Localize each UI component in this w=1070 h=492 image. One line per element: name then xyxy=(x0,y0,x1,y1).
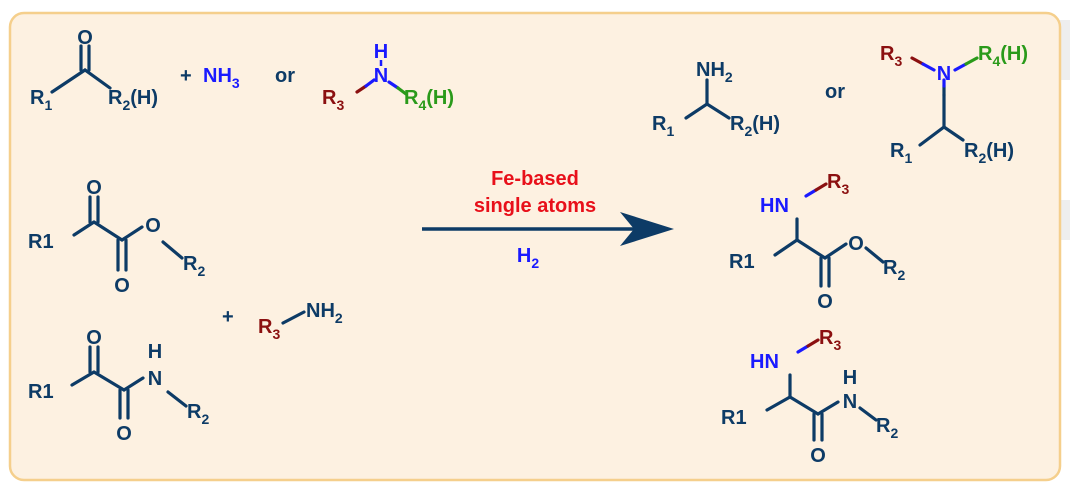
amino-ester-r2: R2 xyxy=(883,257,905,283)
tert-r4: R4(H) xyxy=(978,43,1028,69)
amino-amide-o-bottom: O xyxy=(810,445,826,467)
amino-amide-h: H xyxy=(843,367,857,389)
amine-r3: R3 xyxy=(322,87,344,113)
ketoester-bond xyxy=(72,220,96,237)
ketoamide-n: N xyxy=(148,368,162,390)
tert-r4-bond xyxy=(964,56,979,66)
amino-amide-bond xyxy=(858,406,878,422)
bond-lines xyxy=(50,44,965,442)
amino-ester-bond xyxy=(795,238,827,260)
ketone-bonds xyxy=(50,68,112,94)
or-label: or xyxy=(275,65,295,87)
ammonia: NH3 xyxy=(203,65,240,91)
ketoamide-r1: R1 xyxy=(28,381,54,403)
tert-r3: R3 xyxy=(880,43,902,69)
amino-ester-bond xyxy=(823,242,848,260)
ketoamide-bond xyxy=(92,370,126,392)
colored-bonds xyxy=(355,56,979,354)
ketoester-bond xyxy=(92,220,124,242)
ketoamide-bond xyxy=(166,390,188,408)
ketoamide-o-top: O xyxy=(86,327,102,349)
ketoamide-bond xyxy=(70,370,96,387)
amino-ester-hn: HN xyxy=(760,195,789,217)
product-r1: R1 xyxy=(652,113,674,139)
product-nh2: NH2 xyxy=(696,59,733,85)
ketoester-r1: R1 xyxy=(28,231,54,253)
tert-n-bond xyxy=(921,62,936,72)
scheme-panel xyxy=(8,11,1062,482)
amino-ester-n-bond xyxy=(804,188,818,198)
ketoester-bond xyxy=(120,225,144,242)
amino-ester-r3-bond xyxy=(814,182,828,192)
amino-amide-n: N xyxy=(843,391,857,413)
or-label: or xyxy=(825,81,845,103)
amine-r3-bond xyxy=(355,84,368,94)
amino-ester-r1: R1 xyxy=(729,251,755,273)
tert-n: N xyxy=(937,63,951,85)
product-r2: R2(H) xyxy=(730,113,780,139)
tert-r3-bond xyxy=(910,56,925,66)
amine-n-bond xyxy=(364,78,376,88)
ketoamide-h: H xyxy=(148,341,162,363)
tert-r1: R1 xyxy=(890,140,912,166)
arrow-head xyxy=(620,212,674,246)
amino-amide-r1: R1 xyxy=(721,407,747,429)
ketone-r2: R2(H) xyxy=(108,87,158,113)
ketone-r1: R1 xyxy=(30,87,52,113)
amine-h: H xyxy=(374,41,388,63)
amino-ester-o-bottom: O xyxy=(817,291,833,313)
ketoamide-bond xyxy=(122,376,145,392)
prim-amine-nh2: NH2 xyxy=(306,300,343,326)
amino-amide-bond xyxy=(816,400,840,416)
amino-ester-bond xyxy=(773,238,799,257)
catalyst-label-line2: single atoms xyxy=(474,195,596,217)
ketoester-bond xyxy=(161,240,184,260)
amino-amide-bond xyxy=(788,395,820,416)
amino-amide-r3-bond xyxy=(806,338,820,348)
amino-amide-r3: R3 xyxy=(819,327,841,353)
ketoamide-o-bottom: O xyxy=(116,423,132,445)
ketoester-r2: R2 xyxy=(183,253,205,279)
amino-amide-r2: R2 xyxy=(876,415,898,441)
amino-amide-n-bond xyxy=(796,344,810,354)
ketoester-o-ester: O xyxy=(145,215,161,237)
reaction-arrow xyxy=(422,212,674,246)
amine-bond xyxy=(281,310,306,325)
amino-amide-hn: HN xyxy=(750,351,779,373)
plus-sign: + xyxy=(180,65,192,87)
amine-r4: R4(H) xyxy=(404,87,454,113)
amino-ester-r3: R3 xyxy=(827,171,849,197)
prim-amine-r3: R3 xyxy=(258,316,280,342)
ketoester-o-top: O xyxy=(86,177,102,199)
ketoamide-r2: R2 xyxy=(187,401,209,427)
amino-amide-bond xyxy=(765,395,792,412)
amino-ester-o-ester: O xyxy=(848,233,864,255)
reagent-label: H2 xyxy=(517,245,539,271)
tert-n-bond xyxy=(953,62,968,72)
tert-r2: R2(H) xyxy=(964,140,1014,166)
amine-n: N xyxy=(374,65,388,87)
catalyst-label-line1: Fe-based xyxy=(491,168,579,190)
ketoester-o-bottom: O xyxy=(114,275,130,297)
plus-sign: + xyxy=(222,306,234,328)
amine-r4-bond xyxy=(396,86,408,96)
amino-ester-bond xyxy=(864,246,885,264)
ketone-oxygen: O xyxy=(77,27,93,49)
amine-n-bond xyxy=(387,80,400,90)
